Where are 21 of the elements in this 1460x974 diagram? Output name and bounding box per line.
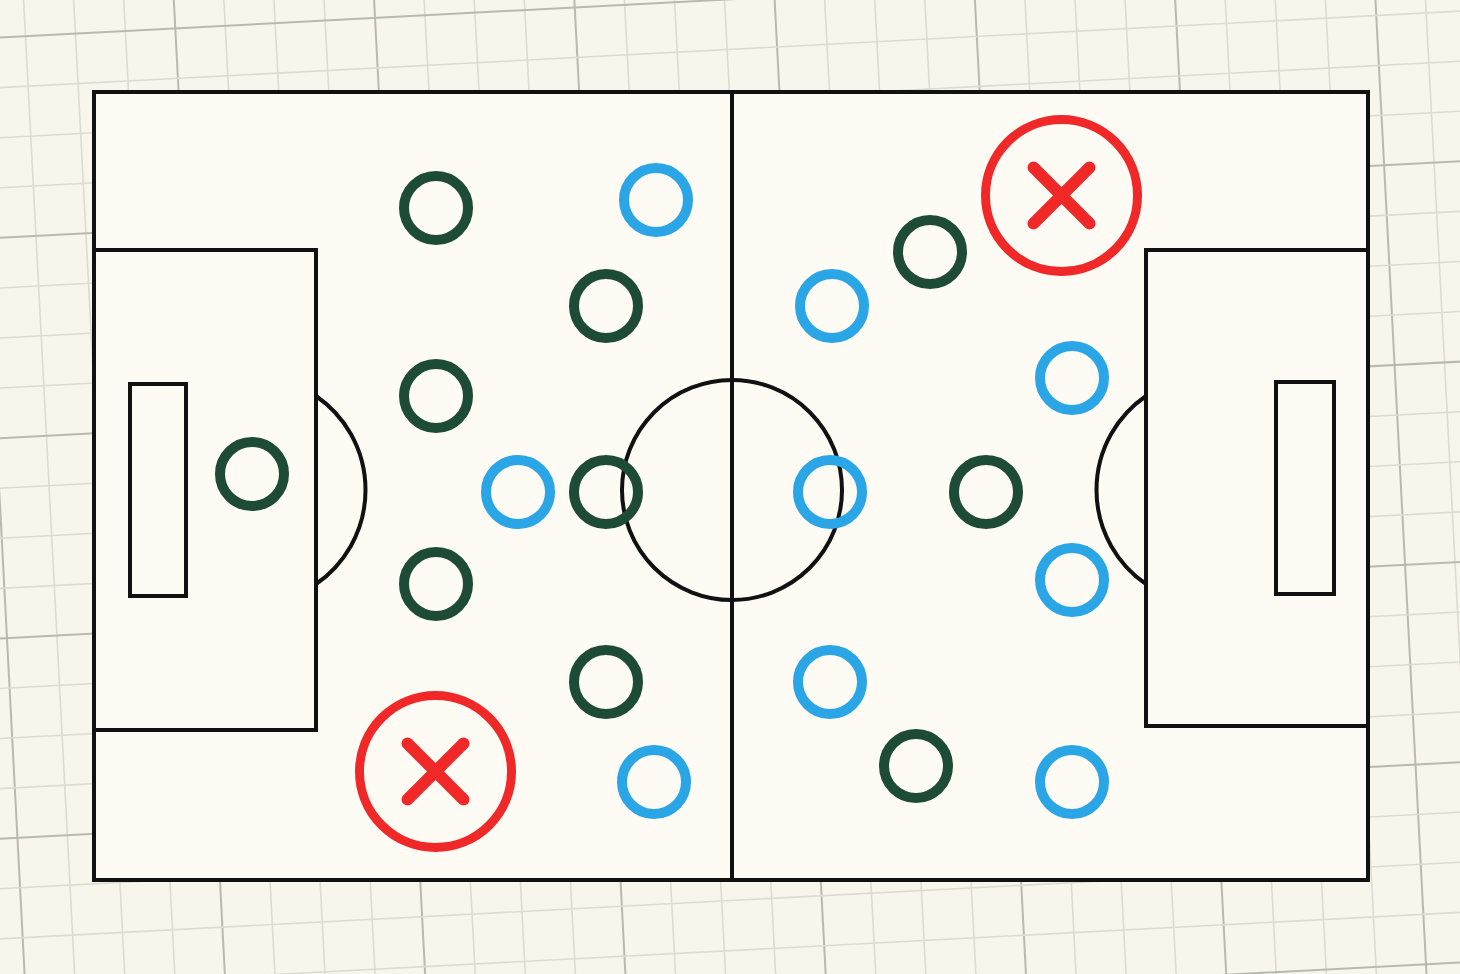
ring-icon (568, 454, 644, 530)
ring-icon (1034, 340, 1110, 416)
crossed-circle-icon (354, 690, 518, 854)
ring-icon (794, 268, 870, 344)
ring-icon (568, 268, 644, 344)
ring-icon (398, 358, 474, 434)
ring-icon (792, 454, 868, 530)
ring-icon (616, 744, 692, 820)
ring-icon (618, 162, 694, 238)
ring-icon (892, 214, 968, 290)
ring-icon (878, 728, 954, 804)
ring-icon (792, 644, 868, 720)
ring-icon (398, 546, 474, 622)
ring-icon (948, 454, 1024, 530)
ring-icon (1034, 542, 1110, 618)
ring-icon (1034, 744, 1110, 820)
ring-icon (214, 436, 290, 512)
ring-icon (568, 644, 644, 720)
ring-icon (480, 454, 556, 530)
crossed-circle-icon (980, 114, 1144, 278)
ring-icon (398, 170, 474, 246)
